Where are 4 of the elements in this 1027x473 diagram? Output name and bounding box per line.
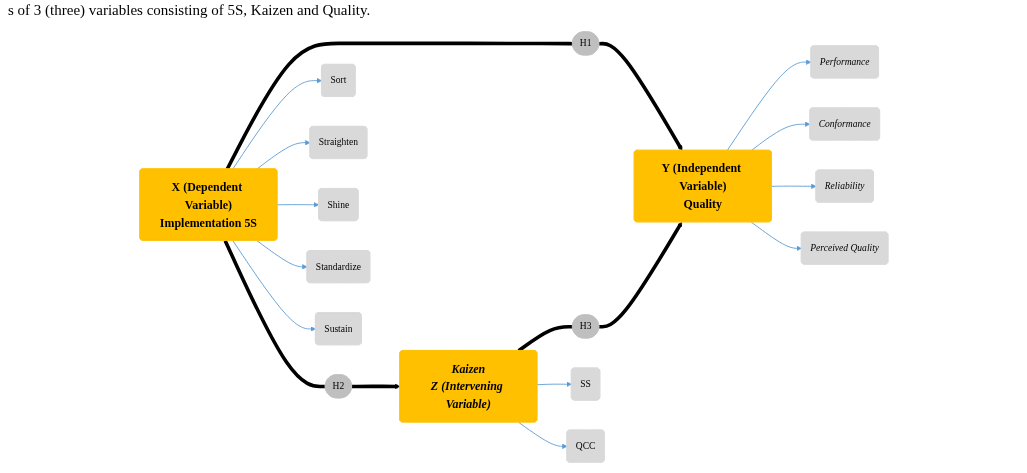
- arrow: [351, 383, 400, 389]
- arrow: [598, 41, 683, 151]
- note-text: s of 3 (three) variables consisting of 5S, Kaizen and Quality.: [8, 2, 371, 18]
- arrow: [598, 221, 682, 329]
